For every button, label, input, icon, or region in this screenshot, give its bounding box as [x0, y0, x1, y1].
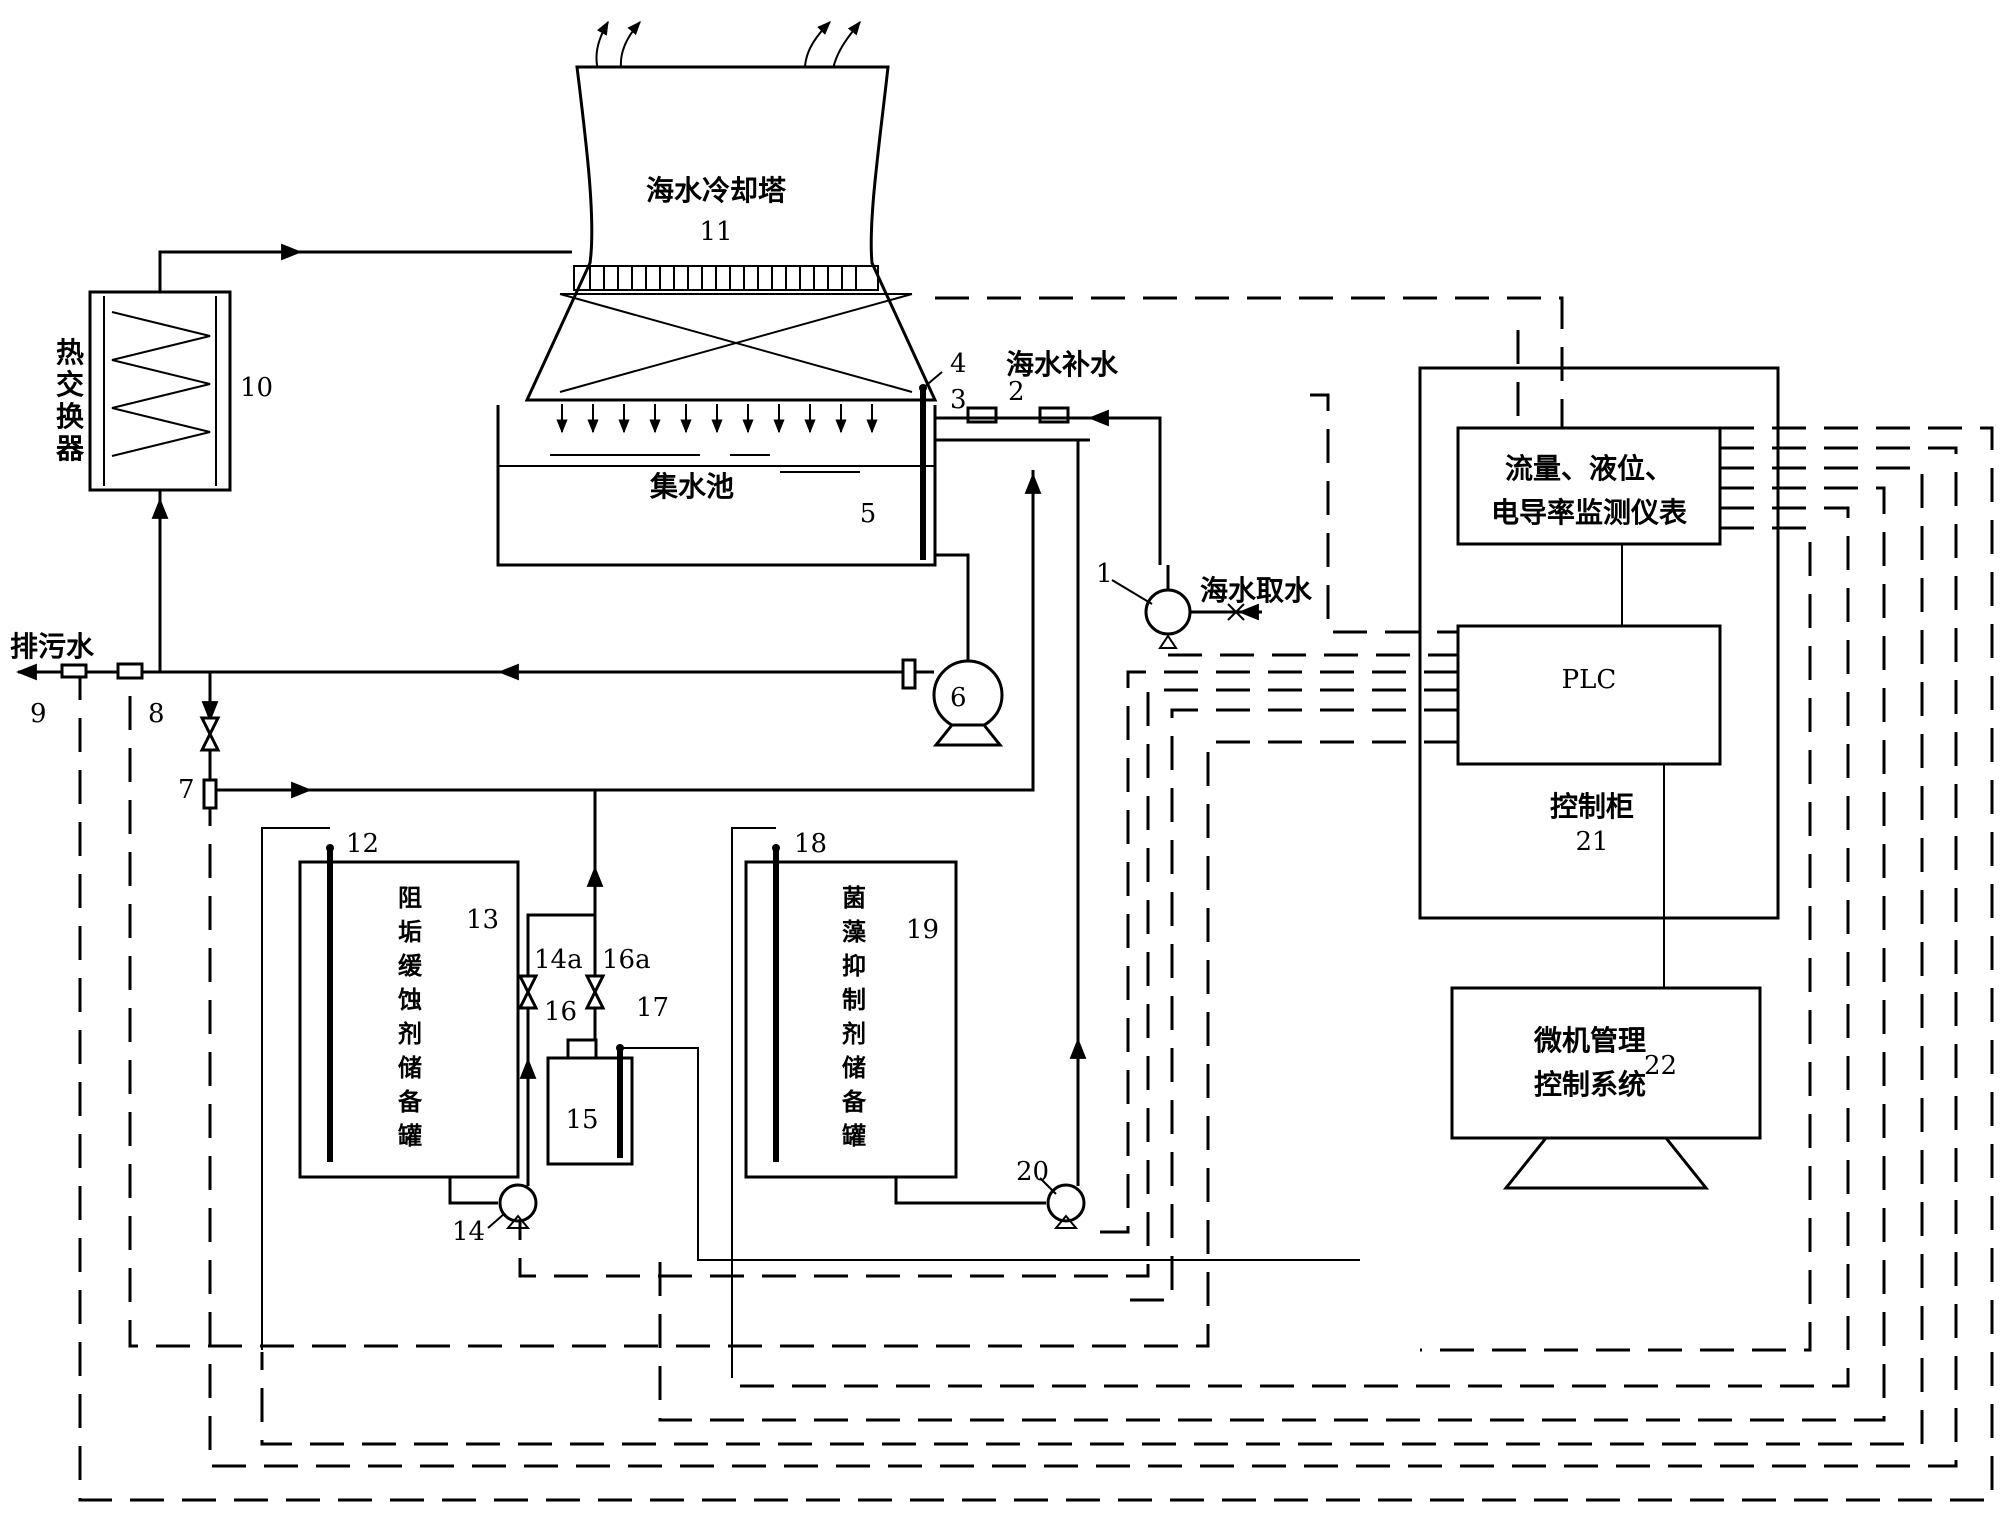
dosing-pump-14: 14a 14	[448, 913, 595, 1247]
tank-19: 18 19 菌 藻 抑 制 剂 储 备 罐	[731, 827, 958, 1378]
circulation-piping	[15, 243, 1042, 920]
heat-exchanger-label-2: 交	[56, 368, 84, 401]
label-16a: 16a	[602, 945, 651, 975]
basin-number: 5	[860, 499, 877, 529]
control-cabinet: 流量、液位、 电导率监测仪表 PLC 控制柜 21	[1418, 366, 1780, 988]
svg-text:罐: 罐	[397, 1122, 422, 1150]
tower-number: 11	[699, 217, 732, 247]
svg-text:缓: 缓	[398, 952, 423, 980]
basin-label: 集水池	[649, 470, 734, 503]
svg-text:蚀: 蚀	[397, 986, 422, 1014]
svg-text:垢: 垢	[398, 918, 422, 946]
label-9: 9	[30, 699, 47, 729]
svg-text:储: 储	[398, 1054, 422, 1082]
component-16	[566, 1038, 598, 1060]
svg-text:罐: 罐	[841, 1122, 866, 1150]
svg-text:制: 制	[842, 986, 866, 1014]
svg-text:藻: 藻	[842, 918, 867, 946]
flowmeter-9	[60, 663, 88, 679]
heat-exchanger-number: 10	[240, 373, 273, 403]
tower-brace	[559, 293, 913, 393]
heat-exchanger-label-1: 热	[56, 336, 84, 369]
svg-text:剂: 剂	[398, 1020, 422, 1048]
tee-7	[202, 778, 218, 810]
signal-lines	[78, 296, 1994, 1502]
heat-exchanger-label-3: 换	[56, 400, 85, 433]
plc-label: PLC	[1562, 665, 1617, 695]
computer-label-1: 微机管理	[1533, 1024, 1646, 1057]
fill-pack-hatch	[589, 266, 857, 290]
cabinet-label: 控制柜	[1550, 790, 1634, 823]
svg-text:菌: 菌	[842, 884, 866, 912]
monitor-label-1: 流量、液位、	[1505, 452, 1673, 485]
svg-text:备: 备	[397, 1088, 423, 1116]
plc	[1456, 624, 1722, 766]
computer-number: 22	[1644, 1051, 1677, 1081]
dosing-pump-20: 20	[894, 440, 1087, 1229]
tank-13: 12 13 阻 垢 缓 蚀 剂 储 备 罐	[261, 827, 520, 1350]
label-7: 7	[178, 775, 195, 805]
label-6: 6	[950, 683, 967, 713]
heat-exchanger: 热 交 换 器 10	[55, 290, 273, 492]
heat-exchanger-label-4: 器	[55, 432, 85, 465]
computer-label-2: 控制系统	[1534, 1068, 1646, 1101]
mixing-tank-15: 15 16a 16 17	[544, 915, 1360, 1261]
svg-text:剂: 剂	[842, 1020, 866, 1048]
svg-text:储: 储	[842, 1054, 866, 1082]
label-8: 8	[148, 699, 165, 729]
svg-text:阻: 阻	[398, 884, 422, 912]
label-16: 16	[544, 997, 577, 1027]
label-14a: 14a	[534, 945, 583, 975]
svg-text:抑: 抑	[842, 952, 866, 980]
monitor-label-2: 电导率监测仪表	[1491, 496, 1687, 529]
label-2: 2	[1008, 377, 1025, 407]
branch-valve: 7	[178, 716, 221, 810]
tower-label: 海水冷却塔	[646, 174, 787, 207]
label-1: 1	[1096, 559, 1113, 589]
computer-22: 微机管理 控制系统 22	[1450, 986, 1762, 1190]
tank-19-number: 19	[906, 915, 939, 945]
intake-pump-1: 1 海水取水	[1096, 559, 1313, 649]
makeup-label: 海水补水	[1006, 348, 1119, 381]
falling-water-arrows	[556, 404, 878, 434]
tank-13-label: 阻 垢 缓 蚀 剂 储 备 罐	[397, 884, 423, 1150]
svg-text:备: 备	[841, 1088, 867, 1116]
monitor-instrument	[1456, 426, 1722, 546]
circulation-pump-6: 6	[901, 658, 1004, 747]
makeup-line: 3 2 海水补水	[935, 348, 1162, 565]
label-18: 18	[794, 829, 827, 859]
tank-19-label: 菌 藻 抑 制 剂 储 备 罐	[841, 884, 867, 1150]
fill-pack	[573, 265, 879, 291]
mixing-tank-number: 15	[565, 1105, 598, 1135]
flowmeter-2	[1038, 406, 1070, 424]
label-14: 14	[452, 1217, 485, 1247]
tank-13-number: 13	[466, 905, 499, 935]
intake-label: 海水取水	[1200, 574, 1313, 607]
label-17: 17	[636, 993, 669, 1023]
discharge-components: 9 8 排污水	[10, 630, 165, 729]
discharge-label: 排污水	[10, 630, 95, 663]
valve-8	[116, 662, 144, 680]
label-12: 12	[346, 829, 379, 859]
label-3: 3	[950, 385, 967, 415]
label-4: 4	[950, 349, 967, 379]
cabinet-number: 21	[1575, 827, 1608, 857]
flowmeter-3	[966, 406, 998, 424]
collecting-basin: 集水池 5 4	[496, 349, 967, 567]
cooling-tower: 海水冷却塔 11	[524, 20, 938, 434]
